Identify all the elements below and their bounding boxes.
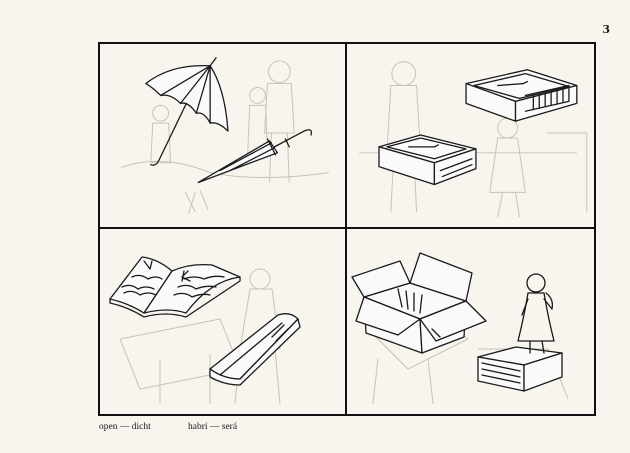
panel-books: [100, 229, 347, 414]
picture-grid: [98, 42, 596, 416]
closed-matchbox-icon: [378, 134, 477, 186]
caption-left: open — dicht: [99, 422, 151, 432]
open-matchbox-icon: [465, 69, 578, 122]
caption-right: habrí — será: [188, 422, 238, 432]
k-mark: [181, 270, 191, 282]
child-figure-icon: [517, 273, 555, 354]
closed-umbrella-icon: [197, 129, 312, 184]
open-umbrella-icon: [145, 57, 229, 166]
n-mark: [143, 260, 153, 270]
open-box-icon: [351, 252, 487, 354]
matchboxes-illustration: [359, 61, 588, 218]
ghost-figures: [367, 308, 569, 405]
panel-boxes: [347, 229, 594, 414]
page-number: 3: [602, 23, 610, 36]
closed-box-icon: [477, 346, 563, 392]
closed-book-icon: [209, 313, 301, 386]
panel-umbrellas: [100, 44, 347, 229]
boxes-illustration: [351, 252, 569, 405]
panel-matchboxes: [347, 44, 594, 229]
open-book-icon: [109, 256, 241, 318]
umbrellas-illustration: [120, 57, 329, 215]
books-illustration: [109, 256, 301, 405]
